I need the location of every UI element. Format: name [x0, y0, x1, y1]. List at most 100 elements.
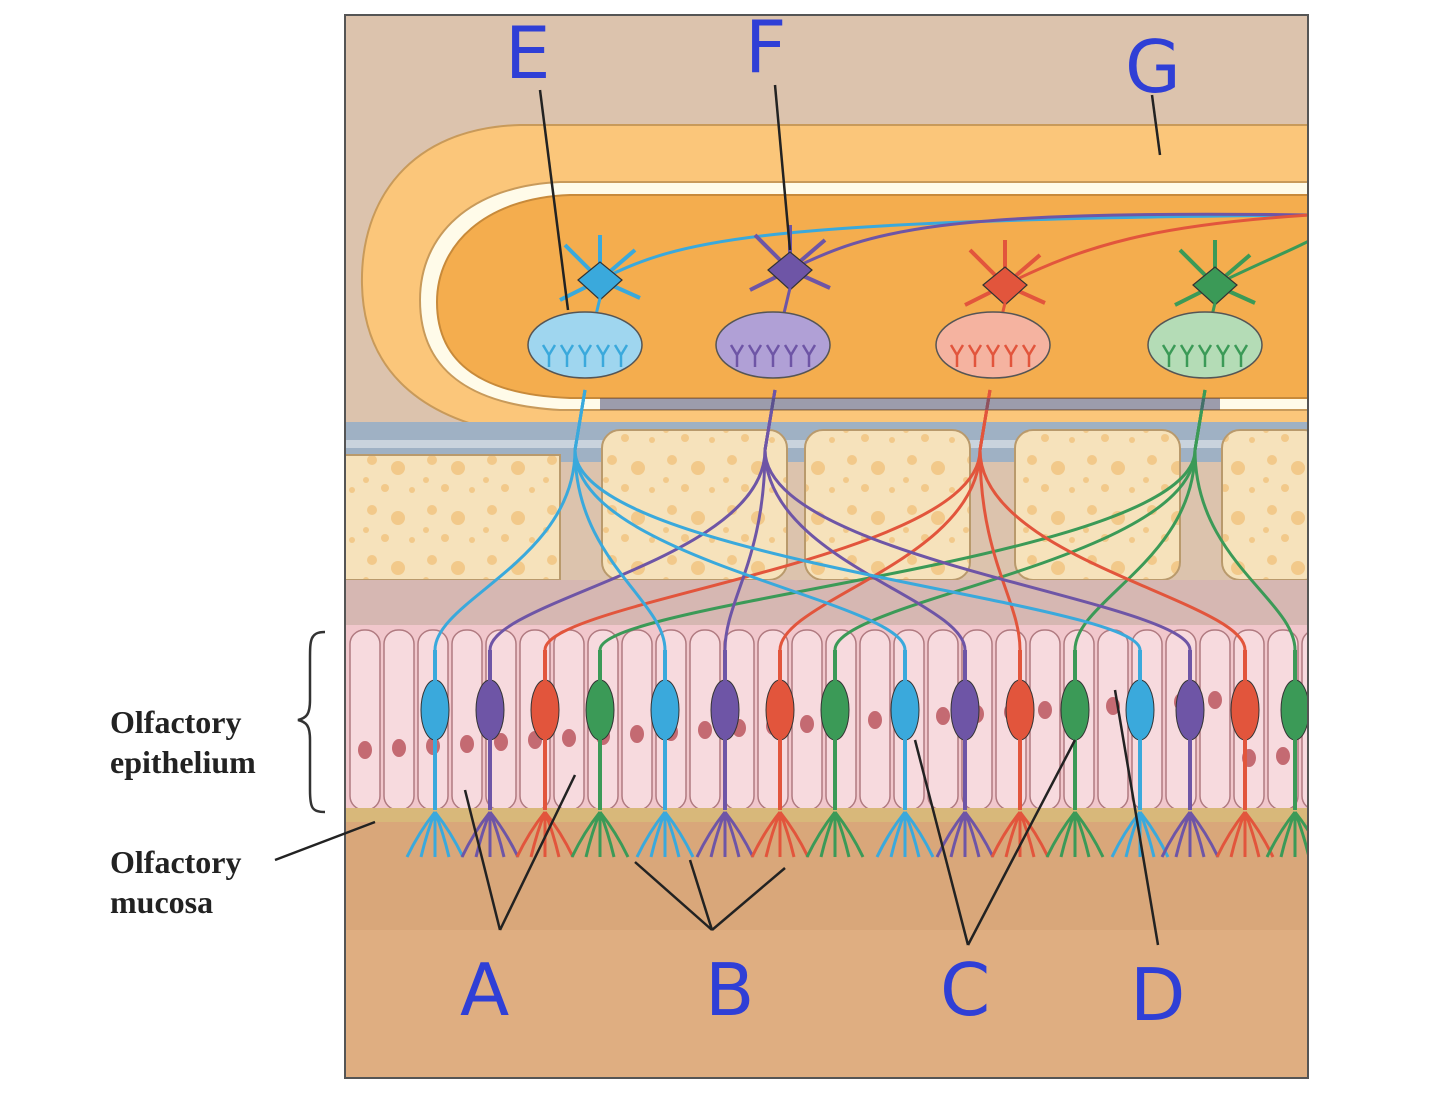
epithelium-label-line1: Olfactory — [110, 704, 242, 740]
cilium — [778, 811, 810, 858]
axon — [778, 389, 992, 651]
mitral-axon — [1214, 239, 1308, 287]
label-A: A — [460, 948, 509, 1032]
axon — [488, 389, 777, 651]
mitral-soma — [1192, 266, 1238, 306]
supporting-cell — [621, 629, 653, 811]
label-B: B — [705, 948, 754, 1032]
synapse-mark — [949, 344, 965, 367]
label-D: D — [1130, 953, 1185, 1037]
cilium — [488, 811, 520, 858]
olfactory-mucosa-label: Olfactory mucosa — [110, 842, 242, 922]
axon — [978, 389, 1022, 651]
synapse-mark — [1003, 344, 1019, 367]
synapse-mark — [765, 344, 781, 367]
synapse-mark — [595, 344, 611, 367]
cell-nucleus — [868, 711, 882, 729]
cilium — [1073, 811, 1105, 858]
label-F: F — [745, 5, 786, 89]
axon-bundle — [433, 389, 1297, 651]
synapse-mark — [967, 344, 983, 367]
cilium — [903, 811, 935, 858]
mucosa-pointer — [274, 820, 376, 862]
cell-nucleus — [460, 735, 474, 753]
cribriform-plate — [345, 429, 1308, 581]
mitral-axon — [1004, 213, 1308, 287]
cell-nucleus — [800, 715, 814, 733]
synapse-mark — [985, 344, 1001, 367]
cilium — [543, 811, 575, 858]
receptor-neurons — [420, 650, 1308, 810]
olfactory-bulb-inner — [435, 194, 1308, 399]
epithelium-label-line2: epithelium — [110, 744, 256, 780]
mitral-axon — [789, 212, 1308, 272]
synapse-mark — [541, 344, 557, 367]
synapse-mark — [747, 344, 763, 367]
supporting-cell — [1199, 629, 1231, 811]
synapse-mark — [1233, 344, 1249, 367]
glomerulus — [715, 311, 831, 379]
supporting-cell — [383, 629, 415, 811]
label-E: E — [505, 11, 551, 95]
cell-nucleus — [936, 707, 950, 725]
axon-tract — [600, 398, 1220, 410]
axon — [723, 389, 777, 651]
synapse-mark — [1215, 344, 1231, 367]
mitral-soma — [982, 266, 1028, 306]
axon — [978, 389, 1247, 651]
glomeruli — [527, 311, 1263, 379]
cilium — [433, 811, 465, 858]
olfactory-epithelium-label: Olfactory epithelium — [110, 702, 256, 782]
axon — [1193, 389, 1297, 651]
axon — [1073, 389, 1207, 651]
cell-nucleus — [1038, 701, 1052, 719]
leader-lines — [463, 84, 1162, 946]
synapse-mark — [577, 344, 593, 367]
mucosa-label-line2: mucosa — [110, 884, 214, 920]
synapse-mark — [1179, 344, 1195, 367]
mitral-soma — [577, 261, 623, 301]
synapse-mark — [801, 344, 817, 367]
cell-nucleus — [1276, 747, 1290, 765]
cell-nucleus — [1208, 691, 1222, 709]
synapse-mark — [783, 344, 799, 367]
cilium — [723, 811, 755, 858]
glomerulus — [1147, 311, 1263, 379]
cilium — [1188, 811, 1220, 858]
cilia — [405, 811, 1308, 858]
supporting-cell — [1097, 629, 1129, 811]
synapse-mark — [613, 344, 629, 367]
axon — [573, 389, 667, 651]
axon — [763, 389, 1192, 651]
synapse-mark — [729, 344, 745, 367]
axon — [833, 389, 1207, 651]
cell-nucleus — [494, 733, 508, 751]
mitral-soma — [767, 251, 813, 291]
epithelium-brace — [297, 630, 326, 814]
supporting-cell — [349, 629, 381, 811]
axon — [598, 389, 1207, 651]
cell-nucleus — [698, 721, 712, 739]
synapse-mark — [1197, 344, 1213, 367]
cilium — [1243, 811, 1275, 858]
mitral-axon — [599, 213, 1308, 282]
cilium — [663, 811, 695, 858]
axon — [573, 389, 907, 651]
axon — [573, 389, 1142, 651]
cilium — [833, 811, 865, 858]
synapse-mark — [1021, 344, 1037, 367]
cell-nucleus — [358, 741, 372, 759]
axon — [433, 389, 587, 651]
glomerulus — [527, 311, 643, 379]
cell-nucleus — [392, 739, 406, 757]
supporting-cell — [1029, 629, 1061, 811]
cilium — [1018, 811, 1050, 858]
cell-nucleus — [630, 725, 644, 743]
handwritten-labels: E F G A B C D — [460, 5, 1185, 1037]
cilium — [598, 811, 630, 858]
glomerulus — [935, 311, 1051, 379]
mucosa-label-line1: Olfactory — [110, 844, 242, 880]
synapse-mark — [1161, 344, 1177, 367]
